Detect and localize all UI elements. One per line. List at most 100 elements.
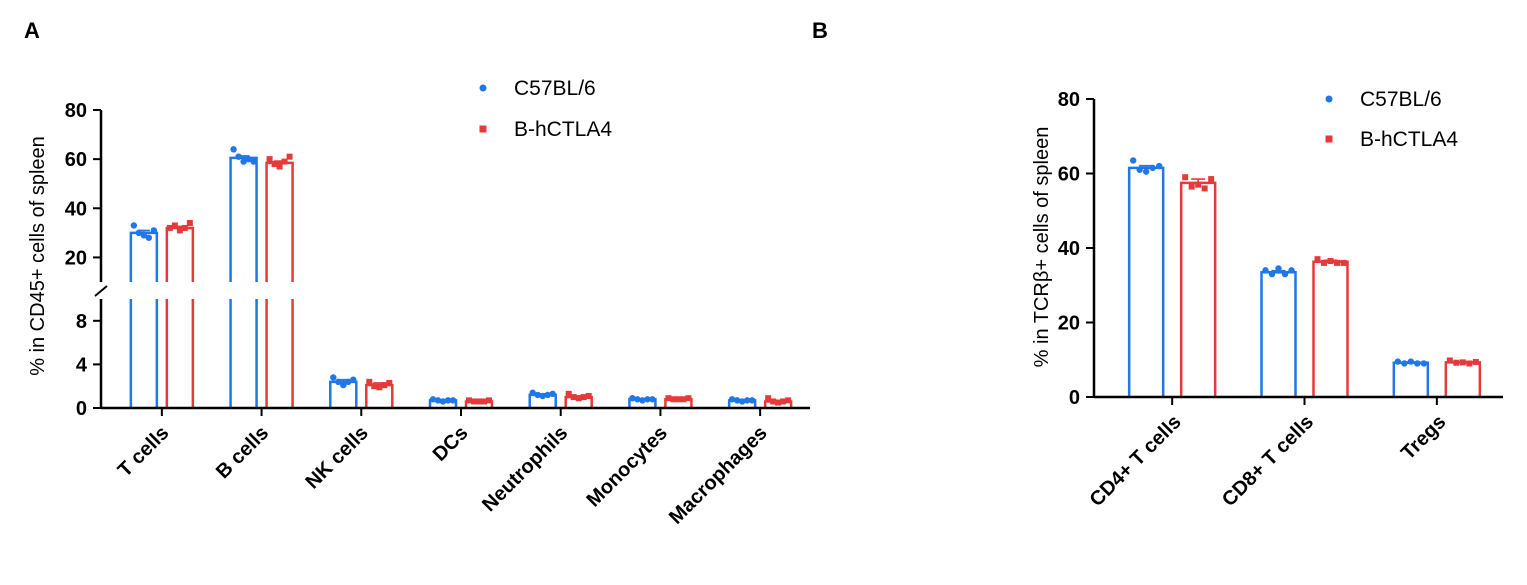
point-c57bl-6-tregs (1401, 360, 1408, 367)
x-tick-label-macrophages: Macrophages (665, 422, 772, 529)
point-b-hctla4-nk-cells (386, 379, 393, 386)
point-b-hctla4-macrophages (780, 398, 787, 405)
legend-marker-c57bl-6 (1325, 95, 1333, 103)
point-b-hctla4-dcs (486, 397, 492, 404)
legend-label-b-hctla4: B-hCTLA4 (1360, 128, 1458, 151)
point-c57bl-6-cd4-t-cells (1155, 162, 1163, 170)
y-tick-label-40: 40 (65, 198, 87, 220)
point-c57bl-6-neutrophils (539, 392, 546, 400)
point-c57bl-6-macrophages (743, 397, 751, 404)
x-tick-label-dcs: DCs (429, 422, 473, 466)
point-b-hctla4-b-cells (271, 161, 278, 168)
y-axis-title: % in TCRβ+ cells of spleen (1031, 127, 1053, 368)
legend-label-c57bl-6: C57BL/6 (1360, 88, 1442, 111)
legend-label-b-hctla4: B-hCTLA4 (514, 118, 612, 141)
point-b-hctla4-t-cells (176, 227, 183, 234)
point-c57bl-6-t-cells (145, 234, 153, 241)
y-axis-title: % in CD45+ cells of spleen (27, 136, 49, 376)
bar-c57bl-6-cd4-t-cells (1127, 166, 1165, 397)
bar-c57bl-6-t-cells (129, 231, 159, 282)
point-b-hctla4-monocytes (675, 396, 682, 403)
axis-break-mark (94, 285, 108, 297)
x-tick-label-b-cells: B cells (212, 422, 273, 483)
point-c57bl-6-cd4-t-cells (1136, 166, 1143, 173)
point-c57bl-6-t-cells (130, 222, 138, 229)
point-c57bl-6-monocytes (629, 394, 636, 402)
point-c57bl-6-tregs (1394, 358, 1402, 365)
point-c57bl-6-t-cells (140, 232, 148, 239)
point-b-hctla4-tregs (1459, 359, 1466, 366)
point-b-hctla4-b-cells (266, 156, 273, 163)
y-tick-label-0: 0 (76, 398, 87, 420)
x-tick-label-neutrophils: Neutrophils (478, 422, 572, 516)
point-c57bl-6-monocytes (644, 396, 651, 403)
point-c57bl-6-b-cells (245, 155, 252, 163)
point-b-hctla4-monocytes (685, 395, 692, 402)
bar-b-hctla4-cd8-t-cells (1312, 260, 1349, 397)
bar-b-hctla4-tregs (1444, 361, 1482, 397)
point-b-hctla4-dcs (466, 397, 472, 404)
point-b-hctla4-nk-cells (371, 383, 378, 390)
point-c57bl-6-b-cells (235, 153, 242, 160)
bar-c57bl-6-cd8-t-cells (1260, 270, 1297, 397)
point-b-hctla4-monocytes (680, 396, 687, 403)
point-b-hctla4-cd8-t-cells (1321, 259, 1327, 266)
point-b-hctla4-macrophages (775, 399, 782, 406)
legend-label-c57bl-6: C57BL/6 (514, 77, 596, 100)
point-b-hctla4-macrophages (785, 397, 792, 404)
bar-c57bl-6-tregs (1392, 361, 1430, 397)
point-b-hctla4-nk-cells (381, 382, 388, 389)
bar-b-hctla4-t-cells (165, 226, 195, 282)
point-b-hctla4-cd4-t-cells (1208, 176, 1215, 183)
point-b-hctla4-t-cells (171, 222, 178, 229)
bar-c57bl-6-b-cells-lower (229, 299, 258, 408)
point-c57bl-6-nk-cells (335, 378, 342, 386)
point-b-hctla4-macrophages (770, 398, 777, 405)
y-tick-label-20: 20 (65, 247, 87, 269)
point-c57bl-6-dcs (429, 396, 437, 403)
bar-b-hctla4-b-cells (265, 161, 294, 282)
y-tick-label-60: 60 (1058, 164, 1080, 186)
point-c57bl-6-dcs (439, 398, 447, 405)
point-c57bl-6-monocytes (639, 397, 646, 404)
point-c57bl-6-tregs (1407, 358, 1415, 365)
point-b-hctla4-nk-cells (366, 378, 373, 385)
point-b-hctla4-nk-cells (376, 384, 383, 391)
point-b-hctla4-neutrophils (565, 390, 572, 397)
bar-b-hctla4-b-cells-lower (265, 299, 294, 408)
point-c57bl-6-nk-cells (350, 376, 357, 383)
point-b-hctla4-cd8-t-cells (1340, 259, 1347, 266)
x-tick-label-cd4-t-cells: CD4+ T cells (1086, 411, 1186, 511)
point-c57bl-6-cd8-t-cells (1268, 270, 1276, 278)
legend-marker-b-hctla4 (479, 125, 487, 133)
point-c57bl-6-monocytes (634, 396, 641, 403)
point-c57bl-6-cd8-t-cells (1281, 270, 1289, 278)
legend-marker-b-hctla4 (1325, 135, 1333, 143)
point-c57bl-6-tregs (1414, 360, 1421, 367)
point-c57bl-6-nk-cells (330, 374, 337, 381)
y-tick-label-8: 8 (76, 311, 87, 333)
y-tick-label-80: 80 (1058, 89, 1080, 111)
point-c57bl-6-t-cells (150, 227, 158, 234)
point-b-hctla4-b-cells (286, 153, 293, 160)
point-b-hctla4-cd4-t-cells (1182, 174, 1189, 181)
point-c57bl-6-neutrophils (529, 389, 536, 396)
point-c57bl-6-cd8-t-cells (1288, 267, 1295, 274)
point-b-hctla4-neutrophils (575, 395, 582, 402)
point-b-hctla4-b-cells (281, 158, 288, 165)
panel-label-b: B (812, 18, 828, 43)
bar-c57bl-6-b-cells (229, 156, 258, 282)
point-c57bl-6-tregs (1420, 360, 1428, 367)
point-c57bl-6-neutrophils (534, 391, 541, 399)
y-tick-label-60: 60 (65, 149, 87, 171)
point-c57bl-6-b-cells (240, 158, 247, 165)
point-c57bl-6-monocytes (649, 396, 656, 403)
point-c57bl-6-b-cells (250, 158, 257, 165)
point-b-hctla4-tregs (1453, 359, 1460, 366)
point-b-hctla4-dcs (476, 398, 482, 405)
point-c57bl-6-cd8-t-cells (1275, 265, 1282, 272)
point-b-hctla4-cd4-t-cells (1188, 183, 1195, 190)
